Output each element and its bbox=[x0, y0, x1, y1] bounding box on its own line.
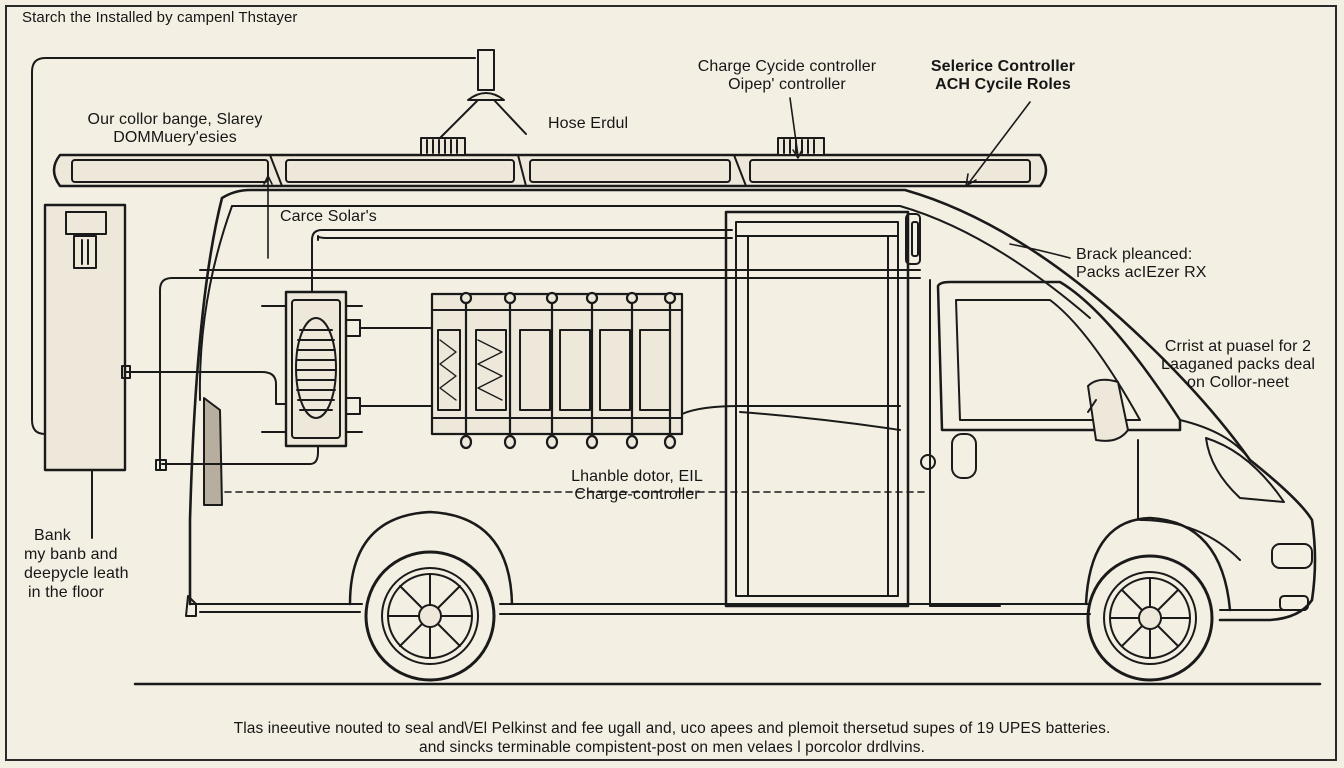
wall-battery-box bbox=[43, 203, 127, 472]
battery-rack bbox=[430, 292, 684, 436]
solar-panel-strip bbox=[52, 153, 1048, 188]
rear-wheel-arch bbox=[348, 510, 514, 606]
carce-solar-label: Carce Solar's bbox=[280, 208, 377, 225]
charge-cycle-label-line2: Oipep' controller bbox=[728, 75, 846, 93]
caption: Tlas ineeutive nouted to seal and\/El Pe… bbox=[60, 719, 1284, 758]
bank-label-line1: Bank bbox=[34, 527, 71, 544]
lhanble-label-line1: Lhanble dotor, EIL bbox=[571, 468, 703, 485]
selerice-controller-label: Selerice Controller ACH Cycile Roles bbox=[906, 58, 1100, 94]
lhanble-label: Lhanble dotor, EIL Charge-controller bbox=[546, 468, 728, 504]
bank-label-line3: deepycle leath bbox=[24, 564, 129, 582]
battery-cables bbox=[459, 291, 677, 450]
rear-wheel bbox=[364, 550, 496, 682]
crrist-label: Crrist at puasel for 2 Laaganed packs de… bbox=[1140, 338, 1336, 392]
tail-light bbox=[203, 397, 223, 506]
selerice-label-line1: Selerice Controller bbox=[930, 58, 1076, 75]
roof-connector-left bbox=[420, 137, 466, 156]
brack-label: Brack pleanced: Packs acIEzer RX bbox=[1076, 246, 1207, 282]
charge-cycle-label-line1: Charge Cycide controller bbox=[697, 58, 877, 75]
front-wheel bbox=[1086, 554, 1214, 682]
left-top-label-line1: Our collor bange, Slarey bbox=[87, 111, 263, 128]
leader-lines bbox=[263, 97, 1071, 259]
left-top-label-line2: DOMMuery'esies bbox=[113, 128, 237, 146]
charge-cycle-label: Charge Cycide controller Oipep' controll… bbox=[676, 58, 898, 94]
brack-label-line1: Brack pleanced: bbox=[1076, 246, 1193, 263]
lhanble-label-line2: Charge-controller bbox=[574, 485, 700, 503]
hose-label: Hose Erdul bbox=[548, 115, 629, 132]
charge-controller-box bbox=[261, 290, 363, 448]
crrist-label-line2: Laaganed packs deal bbox=[1160, 355, 1316, 373]
caption-line2: and sincks terminable compistent-post on… bbox=[418, 739, 925, 757]
caption-line1: Tlas ineeutive nouted to seal and\/El Pe… bbox=[233, 720, 1111, 737]
bank-label-line4: in the floor bbox=[28, 583, 104, 601]
bank-label-line2: my banb and bbox=[24, 545, 118, 563]
selerice-label-line2: ACH Cycile Roles bbox=[935, 75, 1071, 93]
sliding-door bbox=[724, 210, 921, 608]
left-top-label: Our collor bange, Slarey DOMMuery'esies bbox=[62, 111, 288, 147]
front-wheel-arch bbox=[1084, 516, 1232, 612]
brack-label-line2: Packs acIEzer RX bbox=[1076, 263, 1207, 281]
top-wire bbox=[31, 57, 476, 435]
van-cab bbox=[920, 279, 1313, 611]
crrist-label-line3: on Collor-neet bbox=[1187, 373, 1289, 391]
diagram-title: Starch the Installed by campenl Thstayer bbox=[22, 9, 298, 26]
roof-vent bbox=[439, 49, 527, 139]
crrist-label-line1: Crrist at puasel for 2 bbox=[1164, 338, 1312, 355]
bank-label: Bank my banb and deepycle leath in the f… bbox=[24, 527, 129, 603]
